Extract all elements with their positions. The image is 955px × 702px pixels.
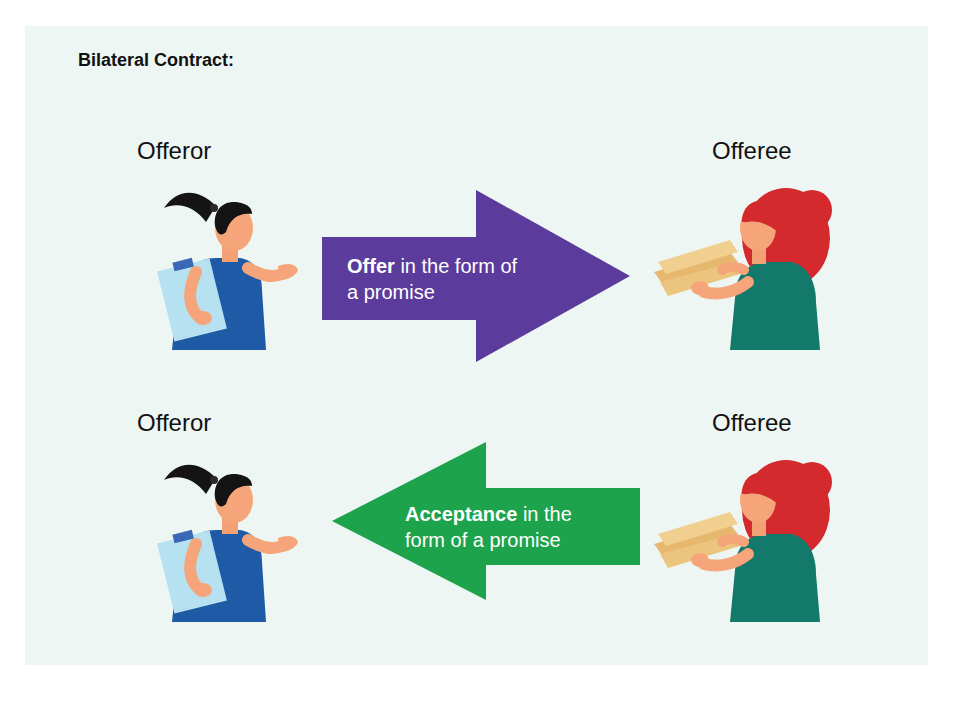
party-label: Offeree (712, 136, 792, 166)
diagram-title: Bilateral Contract: (78, 49, 234, 71)
arrow-text: Offerin the form of a promise (347, 253, 525, 305)
offeror-figure (156, 465, 298, 622)
offeree-figure (654, 188, 832, 350)
arrow-text: Acceptancein the form of a promise (405, 501, 615, 553)
block-arrow: Offerin the form of a promise (322, 190, 630, 362)
arrow-keyword: Acceptance (405, 503, 517, 525)
party-label: Offeror (137, 408, 211, 438)
offeror-figure (156, 193, 298, 350)
party-label: Offeror (137, 136, 211, 166)
arrow-outline (332, 442, 640, 600)
arrow-outline (322, 190, 630, 362)
offeree-figure (654, 460, 832, 622)
block-arrow: Acceptancein the form of a promise (332, 442, 640, 600)
arrow-keyword: Offer (347, 255, 395, 277)
party-label: Offeree (712, 408, 792, 438)
